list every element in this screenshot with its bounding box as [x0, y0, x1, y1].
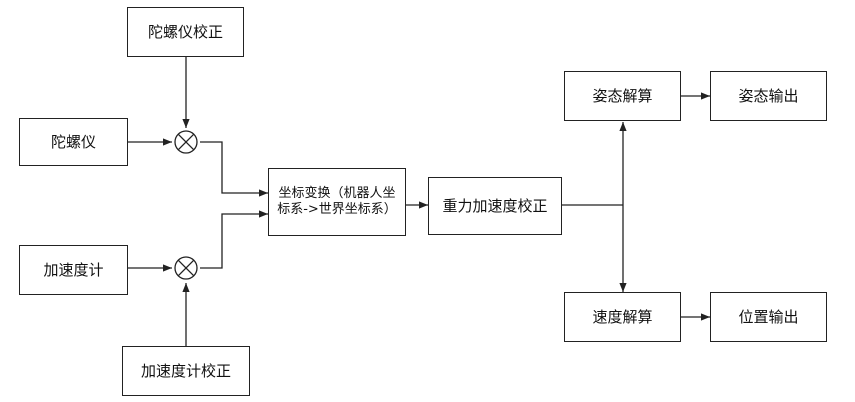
coordinate-transform-box: 坐标变换（机器人坐标系->世界坐标系） [268, 168, 406, 236]
attitude-output-label: 姿态输出 [738, 86, 799, 105]
gyroscope-box: 陀螺仪 [19, 118, 128, 166]
attitude-solve-box: 姿态解算 [564, 71, 681, 121]
sum-junction-accel [174, 256, 198, 280]
accelerometer-calibration-box: 加速度计校正 [122, 346, 250, 396]
gyro-calibration-label: 陀螺仪校正 [147, 22, 223, 41]
position-output-label: 位置输出 [738, 307, 799, 326]
coordinate-transform-label: 坐标变换（机器人坐标系->世界坐标系） [277, 185, 397, 217]
position-output-box: 位置输出 [710, 292, 827, 342]
arrow-junction-to-coord-bottom [200, 210, 268, 269]
accelerometer-box: 加速度计 [19, 245, 128, 295]
accelerometer-label: 加速度计 [43, 260, 104, 279]
attitude-solve-label: 姿态解算 [592, 86, 653, 105]
gyro-calibration-box: 陀螺仪校正 [127, 7, 244, 57]
gravity-calibration-box: 重力加速度校正 [428, 177, 562, 235]
arrow-junction-to-coord-top [200, 141, 268, 197]
gravity-calibration-label: 重力加速度校正 [442, 196, 548, 215]
accelerometer-calibration-label: 加速度计校正 [140, 361, 231, 380]
gyroscope-label: 陀螺仪 [50, 132, 96, 151]
attitude-output-box: 姿态输出 [710, 71, 827, 121]
sum-junction-gyro [174, 130, 198, 154]
velocity-solve-box: 速度解算 [564, 292, 681, 342]
velocity-solve-label: 速度解算 [592, 307, 653, 326]
